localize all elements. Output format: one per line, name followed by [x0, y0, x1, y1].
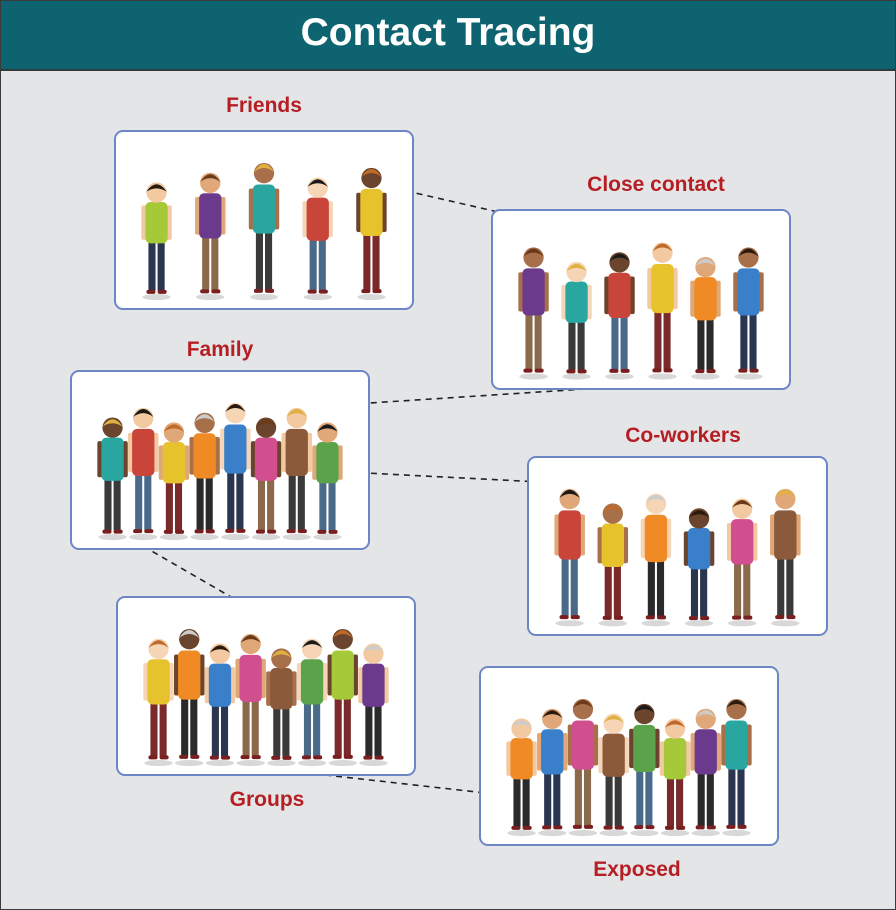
person-figure [195, 172, 226, 301]
label-groups: Groups [229, 788, 305, 811]
person-figure [128, 407, 159, 541]
person-figure [598, 713, 629, 837]
person-figure [189, 412, 220, 541]
card-family [70, 370, 370, 550]
coworkers-illustration [554, 488, 801, 627]
person-figure [174, 629, 205, 767]
person-figure [690, 708, 721, 837]
card-coworkers [527, 456, 828, 636]
person-figure [733, 247, 764, 380]
person-figure [518, 247, 549, 380]
person-figure [235, 633, 266, 767]
person-figure [629, 703, 660, 837]
person-figure [721, 699, 752, 837]
exposed-illustration [506, 699, 752, 837]
title-bar: Contact Tracing [1, 1, 895, 71]
close-contact-illustration [518, 242, 764, 380]
person-figure [97, 417, 128, 541]
person-figure [554, 488, 585, 627]
person-figure [266, 648, 297, 767]
person-figure [597, 503, 629, 627]
family-illustration [97, 403, 343, 541]
person-figure [204, 643, 236, 767]
card-friends [114, 130, 414, 310]
person-figure [296, 638, 328, 767]
person-figure [690, 257, 721, 380]
card-close-contact [491, 209, 791, 390]
person-figure [141, 182, 172, 301]
person-figure [158, 422, 190, 541]
person-figure [537, 708, 568, 837]
label-coworkers: Co-workers [625, 424, 741, 447]
person-figure [358, 643, 389, 767]
person-figure [683, 508, 715, 627]
person-figure [506, 718, 537, 837]
label-friends: Friends [226, 94, 302, 117]
person-figure [248, 163, 280, 301]
label-exposed: Exposed [593, 858, 681, 881]
person-figure [327, 629, 358, 767]
person-figure [604, 252, 635, 380]
card-groups [116, 596, 416, 776]
person-figure [640, 493, 672, 627]
friends-illustration [141, 163, 387, 301]
person-figure [143, 638, 174, 767]
groups-illustration [143, 629, 389, 767]
person-figure [770, 488, 801, 627]
card-exposed [479, 666, 779, 846]
label-close-contact: Close contact [587, 173, 725, 196]
person-figure [250, 417, 282, 541]
person-figure [312, 422, 343, 541]
person-figure [302, 177, 333, 301]
person-figure [647, 242, 678, 380]
person-figure [567, 699, 599, 837]
page-title: Contact Tracing [300, 11, 596, 54]
person-figure [726, 498, 758, 627]
person-figure [561, 261, 592, 380]
person-figure [220, 403, 251, 541]
person-figure [659, 718, 691, 837]
person-figure [281, 407, 312, 541]
person-figure [356, 167, 387, 301]
label-family: Family [186, 338, 254, 361]
